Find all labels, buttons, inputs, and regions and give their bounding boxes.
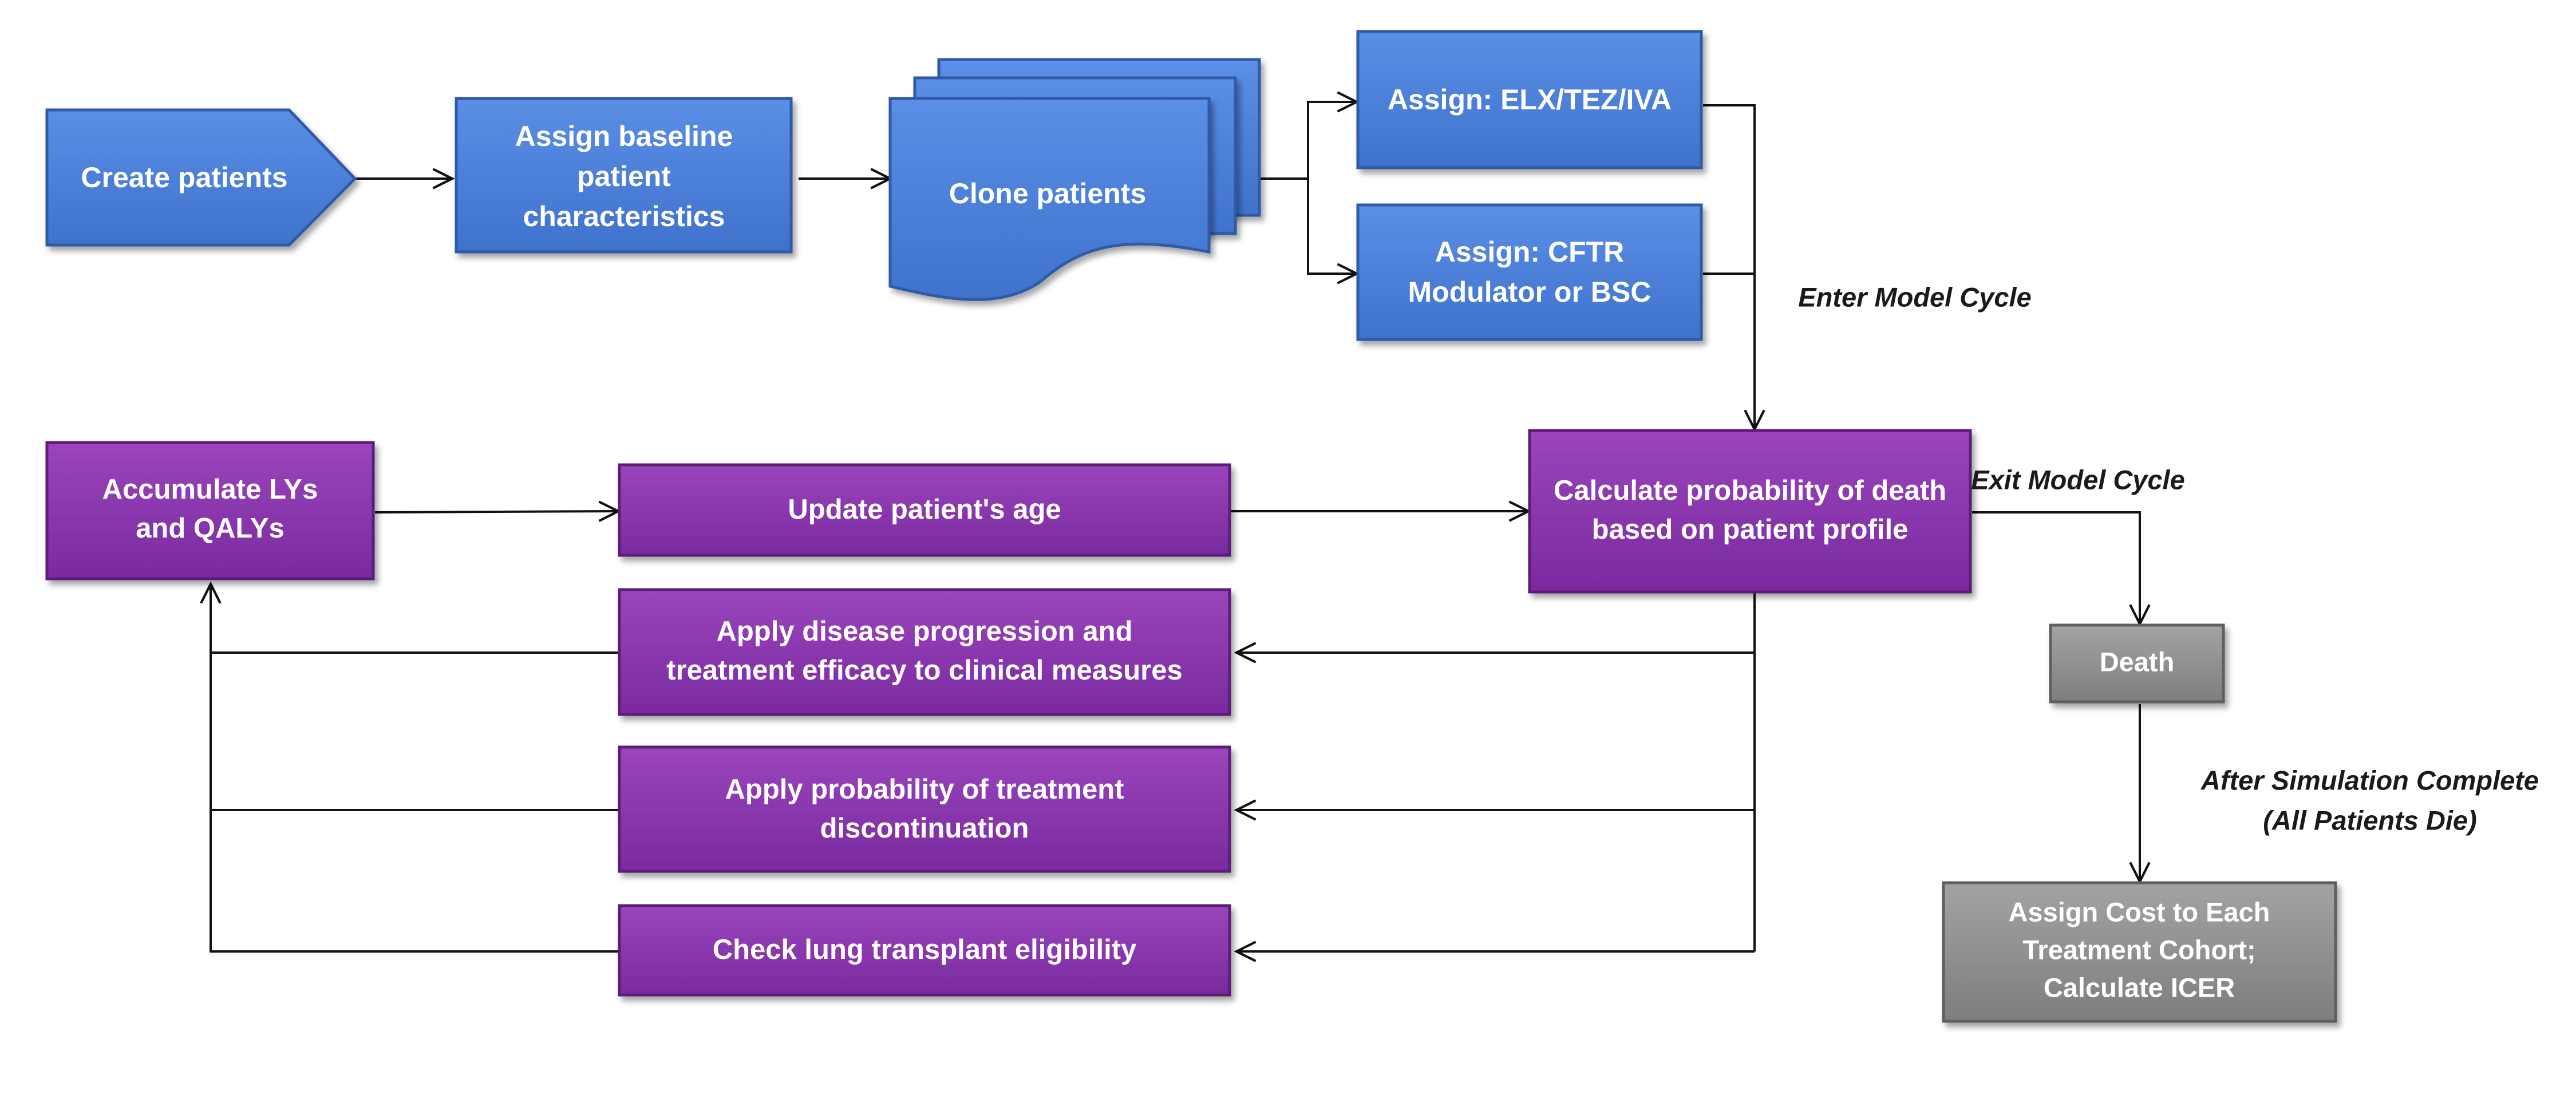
check-lung-label: Check lung transplant eligibility <box>713 934 1137 965</box>
after-simulation-line-2: (All Patients Die) <box>2263 805 2476 835</box>
node-accumulate: Accumulate LYs and QALYs <box>45 441 375 580</box>
node-apply-disease: Apply disease progression and treatment … <box>618 588 1231 716</box>
assign-baseline-line-3: characteristics <box>523 200 725 232</box>
arrow-calc-to-death <box>1972 511 2140 624</box>
node-apply-discontinuation: Apply probability of treatment discontin… <box>618 745 1231 873</box>
assign-baseline-line-1: Assign baseline <box>515 120 733 152</box>
node-assign-cost: Assign Cost to Each Treatment Cohort; Ca… <box>1942 881 2337 1023</box>
node-calc-prob-death: Calculate probability of death based on … <box>1528 429 1972 594</box>
arrow-loop-to-accumulate <box>211 584 618 953</box>
calc-prob-death-line-1: Calculate probability of death <box>1554 475 1946 506</box>
arrow-clone-to-elx <box>1257 102 1357 180</box>
assign-cost-line-2: Treatment Cohort; <box>2022 934 2255 965</box>
arrow-clone-to-cftr <box>1307 179 1357 274</box>
arrow-elx-to-calc <box>1703 104 1755 429</box>
assign-cftr-line-1: Assign: CFTR <box>1435 236 1625 268</box>
node-update-age: Update patient's age <box>618 463 1231 557</box>
node-clone-patients: Clone patients <box>888 58 1261 301</box>
assign-cost-line-3: Calculate ICER <box>2044 972 2235 1002</box>
enter-model-cycle-label: Enter Model Cycle <box>1798 282 2031 312</box>
node-check-lung: Check lung transplant eligibility <box>618 904 1231 997</box>
death-label: Death <box>2100 646 2175 677</box>
node-create-patients: Create patients <box>45 108 357 247</box>
node-assign-baseline: Assign baseline patient characteristics <box>455 97 793 254</box>
node-assign-elx: Assign: ELX/TEZ/IVA <box>1356 30 1703 169</box>
assign-cost-line-1: Assign Cost to Each <box>2008 896 2270 927</box>
apply-discontinuation-line-2: discontinuation <box>820 813 1029 844</box>
accumulate-line-2: and QALYs <box>136 513 285 544</box>
update-age-label: Update patient's age <box>788 494 1061 525</box>
after-simulation-line-1: After Simulation Complete <box>2200 765 2539 795</box>
assign-cftr-line-2: Modulator or BSC <box>1408 276 1652 308</box>
node-assign-cftr: Assign: CFTR Modulator or BSC <box>1356 203 1703 341</box>
exit-model-cycle-label: Exit Model Cycle <box>1971 464 2185 495</box>
create-patients-label: Create patients <box>81 161 287 193</box>
assign-baseline-line-2: patient <box>577 160 671 192</box>
apply-disease-line-2: treatment efficacy to clinical measures <box>666 655 1182 686</box>
apply-discontinuation-line-1: Apply probability of treatment <box>725 774 1124 805</box>
connectors <box>211 102 2140 951</box>
arrow-accumulate-to-age <box>374 511 618 512</box>
node-death: Death <box>2049 623 2225 704</box>
assign-elx-label: Assign: ELX/TEZ/IVA <box>1388 84 1672 116</box>
accumulate-line-1: Accumulate LYs <box>102 474 318 505</box>
calc-prob-death-line-2: based on patient profile <box>1592 514 1909 545</box>
apply-disease-line-1: Apply disease progression and <box>716 616 1132 647</box>
clone-patients-label: Clone patients <box>949 177 1146 210</box>
